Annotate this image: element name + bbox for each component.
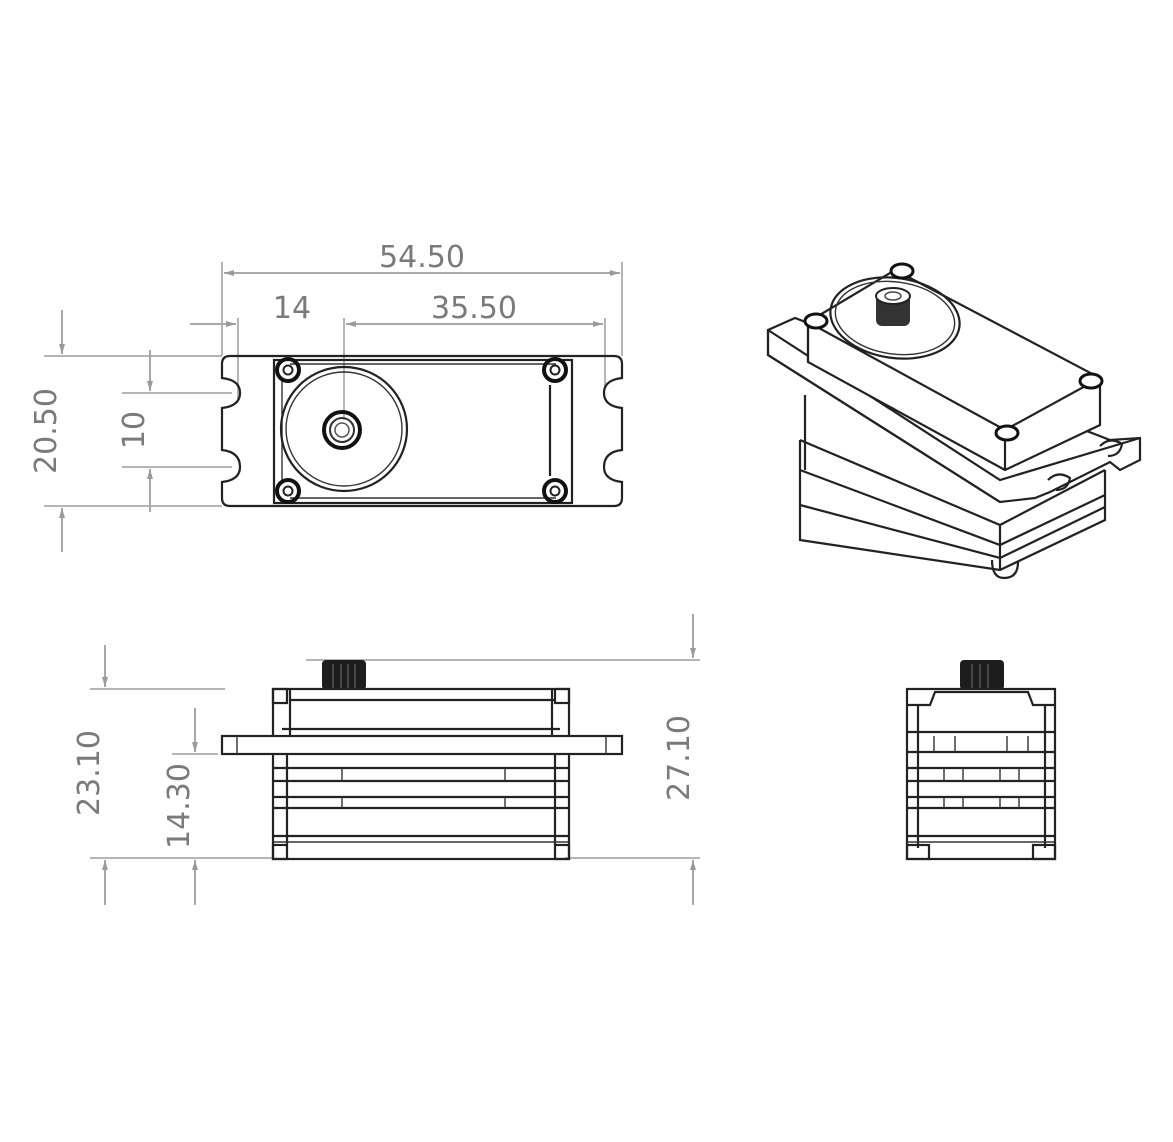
servo-body-outline xyxy=(220,354,624,508)
output-spline-icon xyxy=(960,660,1004,690)
screw-icon xyxy=(275,357,568,504)
dimension-body-height: 23.10 xyxy=(72,645,272,905)
case-top-rect xyxy=(272,358,574,505)
output-spline-icon xyxy=(875,287,911,326)
dimension-total-height: 27.10 xyxy=(306,614,700,905)
dimension-hole-spacing: 10 xyxy=(117,350,232,512)
dimension-label-hole-spacing: 10 xyxy=(117,411,152,449)
dimension-overall-width: 20.50 xyxy=(29,310,222,552)
output-spline-icon xyxy=(322,660,366,690)
dimension-flange-height: 14.30 xyxy=(162,708,218,905)
dimension-label-flange-height: 14.30 xyxy=(162,763,197,849)
dimension-label-body-height: 23.10 xyxy=(72,730,107,816)
isometric-view xyxy=(766,262,1142,580)
dimension-label-shaft-to-hole: 35.50 xyxy=(431,291,517,326)
dimension-shaft-to-hole: 35.50 xyxy=(346,291,606,388)
dimension-label-shaft-offset: 14 xyxy=(273,291,311,326)
top-view: 54.50 14 35.50 20.50 10 xyxy=(29,240,624,552)
gear-boss-outer xyxy=(279,365,409,493)
mounting-flange xyxy=(220,734,624,756)
dimension-label-total-height: 27.10 xyxy=(662,715,697,801)
screw-icon xyxy=(803,262,1104,442)
dimension-shaft-offset: 14 xyxy=(190,291,345,420)
side-view xyxy=(905,660,1057,861)
dimension-overall-length: 54.50 xyxy=(221,240,623,356)
servo-body-side xyxy=(271,687,571,861)
front-view: 23.10 14.30 27.10 xyxy=(72,614,700,905)
output-shaft xyxy=(322,410,362,450)
dimension-label-overall-length: 54.50 xyxy=(379,240,465,275)
dimension-label-overall-width: 20.50 xyxy=(29,388,64,474)
servo-body-end xyxy=(905,687,1057,861)
